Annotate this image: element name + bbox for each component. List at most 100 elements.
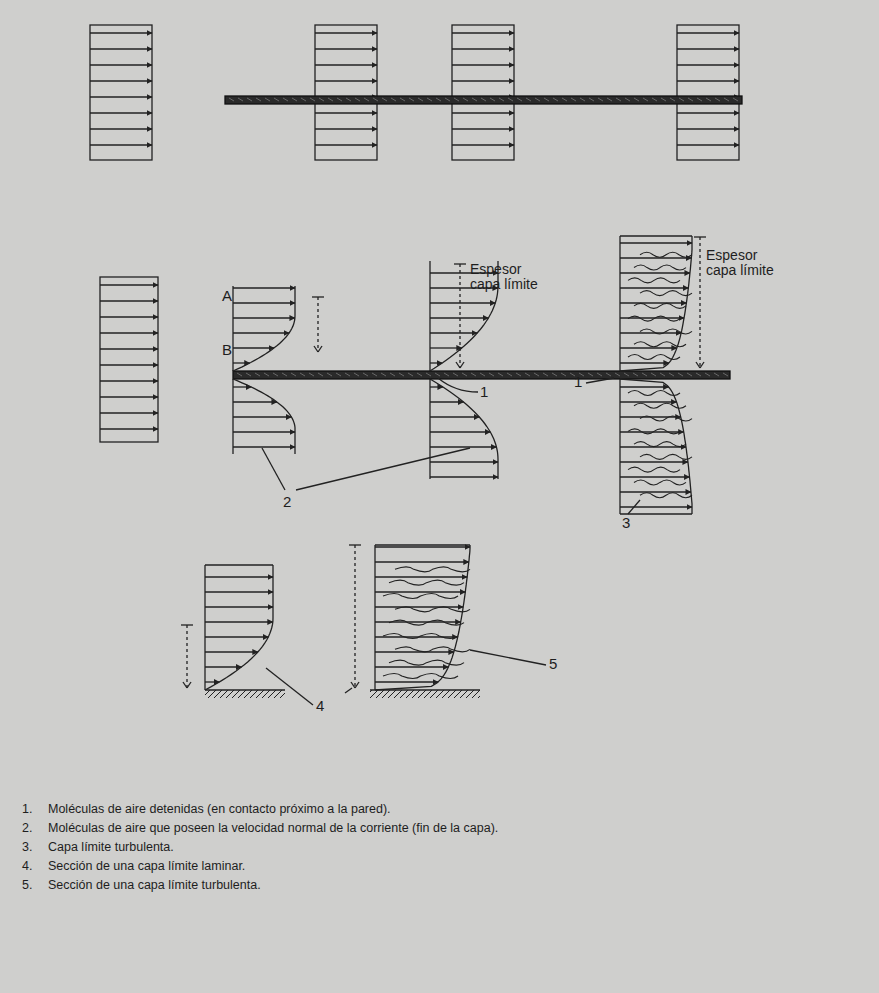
plate-texture [426,373,431,376]
velocity-arrow [452,48,514,49]
velocity-arrow [315,64,377,65]
laminar-profile-axis [232,286,233,371]
legend-note: Sección de una capa límite turbulenta. [48,879,261,893]
turbulent-section-axis [374,545,375,690]
velocity-arrow [452,128,514,129]
plate-texture [724,98,729,101]
velocity-arrow [205,576,273,577]
turbulent-eddy [628,278,680,283]
velocity-arrow [375,621,461,622]
laminar-profile-curve [233,286,295,371]
velocity-arrow [90,80,152,81]
plate-texture [525,373,530,376]
plate-texture [238,98,243,101]
velocity-arrow [620,302,686,303]
callout-number: 3 [622,515,630,532]
velocity-arrow [100,332,158,333]
plate-texture [336,373,341,376]
velocity-arrow [233,416,291,417]
plate-texture [417,373,422,376]
turbulent-eddy [395,647,470,652]
velocity-arrow [100,300,158,301]
velocity-arrow [375,591,465,592]
plate-texture [372,373,377,376]
velocity-arrow [677,144,739,145]
velocity-arrow [375,681,438,682]
leader-line [470,650,546,665]
plate-texture [471,373,476,376]
leader-line [628,500,640,514]
plate-texture [544,98,549,101]
velocity-arrow [233,302,295,303]
plate-texture [661,98,666,101]
plate-texture [489,373,494,376]
turbulent-eddy [634,480,686,485]
plate-texture [345,373,350,376]
turbulent-profile-curve [620,236,692,371]
velocity-arrow [375,561,469,562]
turbulent-eddy [634,303,686,308]
velocity-arrow [315,48,377,49]
plate-texture [462,373,467,376]
plate-texture [436,98,441,101]
velocity-arrow [430,317,488,318]
turbulent-eddy [389,620,464,625]
plate-texture [616,98,621,101]
velocity-arrow [233,386,251,387]
velocity-arrow [315,32,377,33]
plate-texture [399,373,404,376]
wall-hatch [370,690,480,698]
velocity-arrow [100,284,158,285]
plate-texture [481,98,486,101]
plate-texture [435,373,440,376]
velocity-arrow [100,364,158,365]
profile-bottom [620,513,692,514]
velocity-arrow [90,112,152,113]
plate-texture [327,373,332,376]
leader-line [586,378,614,383]
plate-texture [300,373,305,376]
plate-texture [265,98,270,101]
velocity-arrow [430,431,490,432]
plate-texture [696,373,701,376]
velocity-arrow [100,428,158,429]
callout-number: 4 [316,698,324,715]
plate-texture [282,373,287,376]
velocity-arrow [100,316,158,317]
velocity-arrow [90,96,152,97]
plate-texture [652,98,657,101]
dimension-tick [183,682,187,688]
plate-texture [705,373,710,376]
velocity-arrow [620,287,688,288]
turbulent-eddy [383,634,458,639]
dimension-label: Espesor capa límite [470,262,552,293]
turbulent-section-curve [375,545,470,690]
plate-texture [427,98,432,101]
plate-texture [669,373,674,376]
velocity-arrow [375,606,463,607]
laminar-profile-curve [233,379,295,454]
plate-texture [264,373,269,376]
turbulent-eddy [395,567,470,572]
velocity-arrow [677,112,739,113]
velocity-arrow [375,666,448,667]
profile-top [620,235,692,236]
profile-top [375,544,470,545]
plate-texture [418,98,423,101]
turbulent-eddy [383,594,458,599]
turbulent-eddy [634,442,686,447]
plate-texture [400,98,405,101]
velocity-arrow [620,491,691,492]
plate-texture [273,373,278,376]
velocity-arrow [205,606,273,607]
plate-texture [588,373,593,376]
plate-texture [526,98,531,101]
leader-line [262,448,285,490]
turbulent-eddy [640,454,692,459]
turbulent-eddy [628,467,680,472]
legend-note: 1. [22,803,32,817]
turbulent-eddy [628,429,680,434]
velocity-arrow [315,128,377,129]
plate-texture [589,98,594,101]
turbulent-eddy [634,265,686,270]
